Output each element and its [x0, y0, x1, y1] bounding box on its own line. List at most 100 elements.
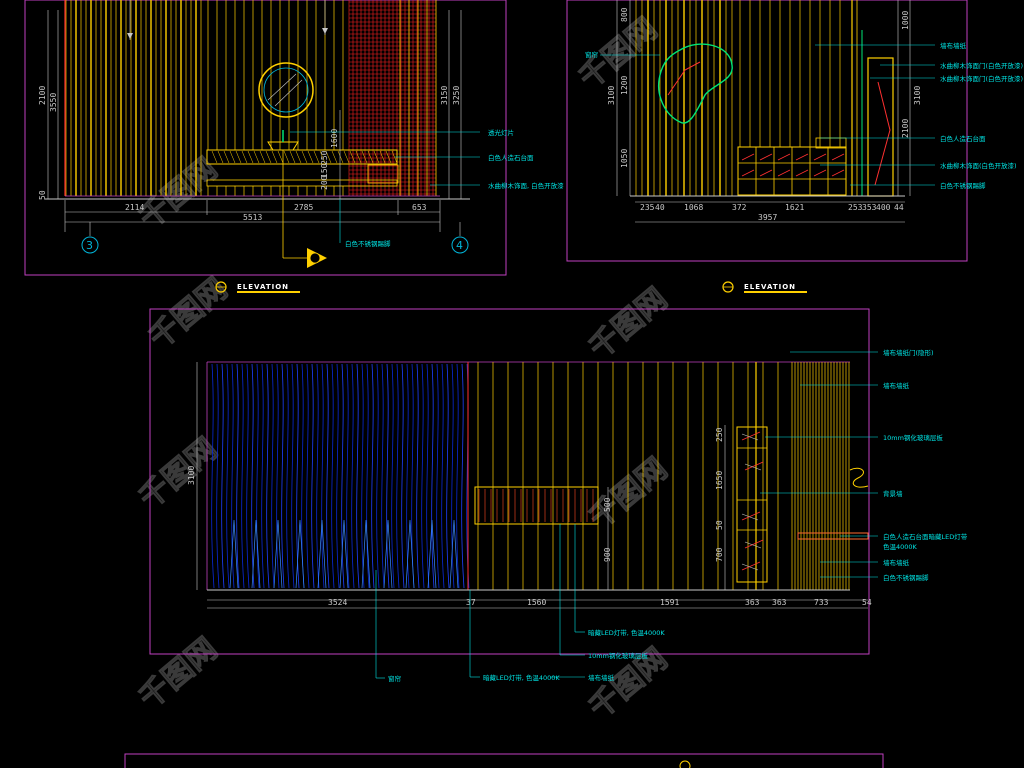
- bottom-marker: [679, 760, 691, 768]
- mid-annotation-right-1: 墙布墙纸门(隐形): [883, 348, 934, 357]
- right-annotation-3: 水曲柳木饰面门(白色开放漆): [940, 74, 1023, 83]
- left-dim-side-1: 2100: [38, 86, 47, 105]
- left-elevation-title: ELEVATION: [237, 283, 289, 291]
- mid-annotation-right-7: 墙布墙纸: [883, 558, 910, 567]
- right-dim-side-5: 1000: [901, 11, 910, 30]
- right-dim-5: 1621: [785, 203, 804, 212]
- mid-dim-side-1: 3100: [187, 466, 196, 485]
- left-dim-inner-4: 200: [320, 175, 329, 190]
- curtain-drapes: [211, 362, 470, 590]
- mid-annotation-bottom-1: 暗藏LED灯带, 色温4000K: [588, 628, 665, 637]
- left-dim-side-4: 3250: [452, 86, 461, 105]
- middle-wall-stripes: [477, 362, 850, 590]
- right-dim-8: 400: [876, 203, 891, 212]
- left-annotation-3: 水曲柳木饰面, 白色开放漆: [488, 181, 564, 190]
- mid-dim-side-3: 1650: [715, 471, 724, 490]
- mid-annotation-right-4: 背景墙: [883, 489, 903, 498]
- right-dim-7: 353: [862, 203, 877, 212]
- left-annotation-2: 白色人造石台面: [488, 153, 534, 162]
- mid-dim-2: 37: [466, 598, 476, 607]
- left-dim-inner-1: 1600: [330, 129, 339, 148]
- mid-annotation-right-5: 白色人造石台面暗藏LED灯带: [883, 532, 968, 541]
- mid-annotation-bottom-5: 墙布墙纸: [588, 673, 615, 682]
- right-dim-6: 253: [848, 203, 863, 212]
- watermark-text: 千图网: [133, 431, 224, 516]
- middle-sheet-border: [149, 308, 870, 655]
- right-annotation-6: 白色不锈钢踢脚: [940, 181, 986, 190]
- right-annotation-curtain: 窗帘: [585, 50, 599, 59]
- counter-hatch: [211, 150, 398, 164]
- mid-dim-5: 363: [745, 598, 760, 607]
- right-dim-side-4: 1050: [620, 149, 629, 168]
- watermark-text: 千图网: [583, 451, 674, 536]
- left-dim-side-3: 3150: [440, 86, 449, 105]
- red-mosaic-panel: [348, 0, 437, 196]
- right-dim-total: 3957: [758, 213, 777, 222]
- mid-annotation-bottom-3: 窗帘: [388, 674, 402, 683]
- right-dim-side-6: 3100: [913, 86, 922, 105]
- cabinet-hatch: [478, 489, 594, 522]
- right-annotation-4: 白色人造石台面: [940, 134, 986, 143]
- grid-marker-3: [81, 236, 99, 254]
- decorative-curve: [849, 467, 869, 488]
- left-dim-inner-3: 150: [320, 163, 329, 178]
- mid-annotation-right-3: 10mm钢化玻璃层板: [883, 433, 943, 442]
- watermark-text: 千图网: [583, 281, 674, 366]
- left-sheet-border: [24, 0, 507, 276]
- right-dim-4: 372: [732, 203, 747, 212]
- wall-cabinet: [474, 486, 599, 525]
- mid-dim-side-2: 250: [715, 427, 724, 442]
- watermark-layer: 千图网千图网千图网千图网千图网千图网千图网千图网: [132, 11, 674, 727]
- vanity-cabinet: [367, 164, 399, 184]
- right-annotation-2: 水曲柳木饰面门(白色开放漆): [940, 61, 1023, 70]
- mid-dim-side-5: 700: [715, 547, 724, 562]
- mid-dim-3: 1560: [527, 598, 546, 607]
- glass-shelf-unit: [736, 426, 768, 583]
- mid-dim-1: 3524: [328, 598, 347, 607]
- left-dim-side-2: 3550: [49, 93, 58, 112]
- right-dim-2: 40: [655, 203, 665, 212]
- shelf-cells: [737, 147, 847, 195]
- round-mirror: [258, 62, 314, 118]
- right-dim-side-3: 1200: [620, 76, 629, 95]
- grid-marker-3-label: 3: [86, 239, 93, 252]
- grid-marker-4: [451, 236, 469, 254]
- decorative-plant: [658, 43, 733, 124]
- watermark-text: 千图网: [133, 631, 224, 716]
- left-dim-total: 5513: [243, 213, 262, 222]
- mid-dim-8: 54: [862, 598, 872, 607]
- mid-annotation-right-8: 白色不锈钢踢脚: [883, 573, 929, 582]
- shelf-items: [737, 431, 767, 571]
- left-dim-3: 653: [412, 203, 427, 212]
- mid-annotation-bottom-2: 10mm钢化玻璃层板: [588, 651, 648, 660]
- right-annotation-5: 水曲柳木饰面(白色开放漆): [940, 161, 1017, 170]
- right-dim-side-1: 800: [620, 7, 629, 22]
- mirror-inner-ring: [263, 67, 309, 113]
- watermark-text: 千图网: [143, 271, 234, 356]
- mid-dim-6: 363: [772, 598, 787, 607]
- mid-annotation-right-2: 墙布墙纸: [883, 381, 910, 390]
- grid-marker-4-label: 4: [456, 239, 463, 252]
- left-dim-inner-2: 250: [320, 150, 329, 165]
- middle-elevation: 3100 250 1650 50 700 500 900 3524 37 156…: [149, 308, 968, 683]
- left-dim-2: 2785: [294, 203, 313, 212]
- basin: [267, 141, 299, 151]
- right-dim-side-7: 2100: [901, 119, 910, 138]
- right-sheet-border: [566, 0, 968, 262]
- mid-annotation-right-6: 色温4000K: [883, 542, 918, 551]
- left-dim-inner-5: 50: [38, 190, 47, 200]
- right-dim-3: 1068: [684, 203, 703, 212]
- right-dim-9: 44: [894, 203, 904, 212]
- bottom-sheet-border: [124, 753, 884, 768]
- mid-dim-4: 1591: [660, 598, 679, 607]
- right-elevation: 800 3100 1200 1050 1000 3100 2100 235 40…: [566, 0, 1023, 293]
- left-wall-stripes: [64, 0, 344, 196]
- left-annotation-4: 白色不锈钢踢脚: [345, 239, 391, 248]
- mid-dim-7: 733: [814, 598, 829, 607]
- mid-dim-side-4: 50: [715, 520, 724, 530]
- mid-dim-inner-1: 500: [603, 497, 612, 512]
- right-dim-side-2: 3100: [607, 86, 616, 105]
- right-elevation-title: ELEVATION: [744, 283, 796, 291]
- left-elevation: 2114 2785 653 5513 2100 3550 3150 3250 1…: [24, 0, 564, 293]
